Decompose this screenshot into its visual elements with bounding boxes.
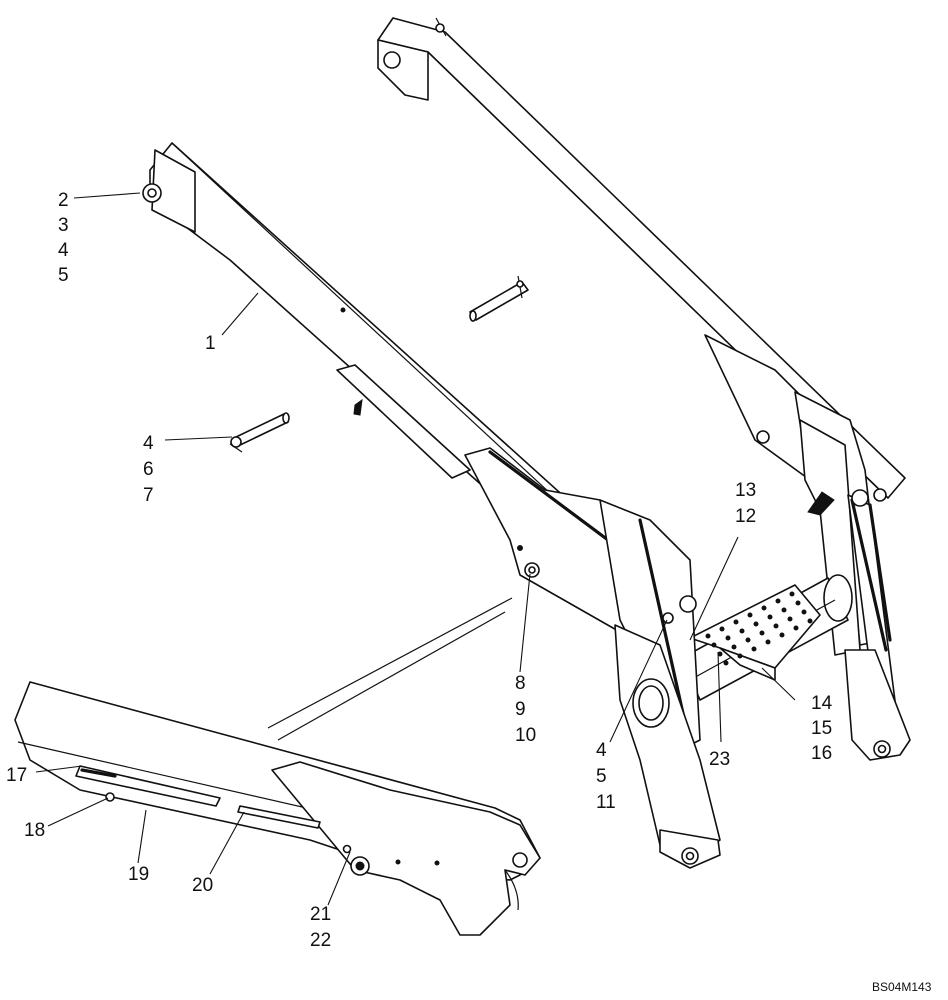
- callout-1: 1: [205, 333, 216, 354]
- right-loader-arm: [377, 17, 911, 761]
- callout-20: 20: [192, 875, 213, 896]
- step-hole: [739, 628, 745, 634]
- step-hole: [759, 630, 765, 636]
- step-hole: [719, 626, 725, 632]
- step-hole: [801, 609, 807, 615]
- callout-2-3-4-5: 2 3 4 5: [58, 190, 74, 286]
- pin-left: [229, 412, 290, 453]
- step-hole: [753, 621, 759, 627]
- pin-center: [469, 275, 529, 322]
- callout-21-22: 21 22: [310, 904, 336, 951]
- step-hole: [793, 625, 799, 631]
- step-hole: [745, 637, 751, 643]
- step-hole: [781, 607, 787, 613]
- step-hole: [787, 616, 793, 622]
- callout-19: 19: [128, 864, 149, 885]
- step-hole: [711, 642, 717, 648]
- callout-8-9-10: 8 9 10: [515, 673, 536, 746]
- step-hole: [733, 619, 739, 625]
- callout-4-6-7: 4 6 7: [143, 433, 159, 506]
- step-hole: [761, 605, 767, 611]
- step-hole: [767, 614, 773, 620]
- step-hole: [731, 644, 737, 650]
- step-hole: [737, 653, 743, 659]
- step-hole: [773, 623, 779, 629]
- callout-18: 18: [24, 820, 45, 841]
- left-loader-arm: [142, 142, 721, 869]
- step-hole: [807, 618, 813, 624]
- callout-13-12: 13 12: [735, 480, 761, 527]
- step-hole: [765, 639, 771, 645]
- step-hole: [779, 632, 785, 638]
- callouts: 1 2 3 4 5 4 6 7 8 9 10 13 12 4 5 11 23: [6, 190, 837, 951]
- step-hole: [747, 612, 753, 618]
- step-hole: [705, 633, 711, 639]
- callout-14-15-16: 14 15 16: [811, 693, 837, 764]
- step-hole: [723, 660, 729, 666]
- callout-23: 23: [709, 749, 730, 770]
- leader-lines: [35, 192, 796, 906]
- step-hole: [795, 600, 801, 606]
- step-hole: [751, 646, 757, 652]
- step-hole: [775, 598, 781, 604]
- detail-view: [14, 597, 541, 936]
- step-plate: [689, 584, 821, 681]
- step-hole: [789, 591, 795, 597]
- callout-17: 17: [6, 765, 27, 786]
- drawing-code: BS04M143: [872, 980, 932, 994]
- callout-4-5-11: 4 5 11: [596, 740, 616, 813]
- step-hole: [725, 635, 731, 641]
